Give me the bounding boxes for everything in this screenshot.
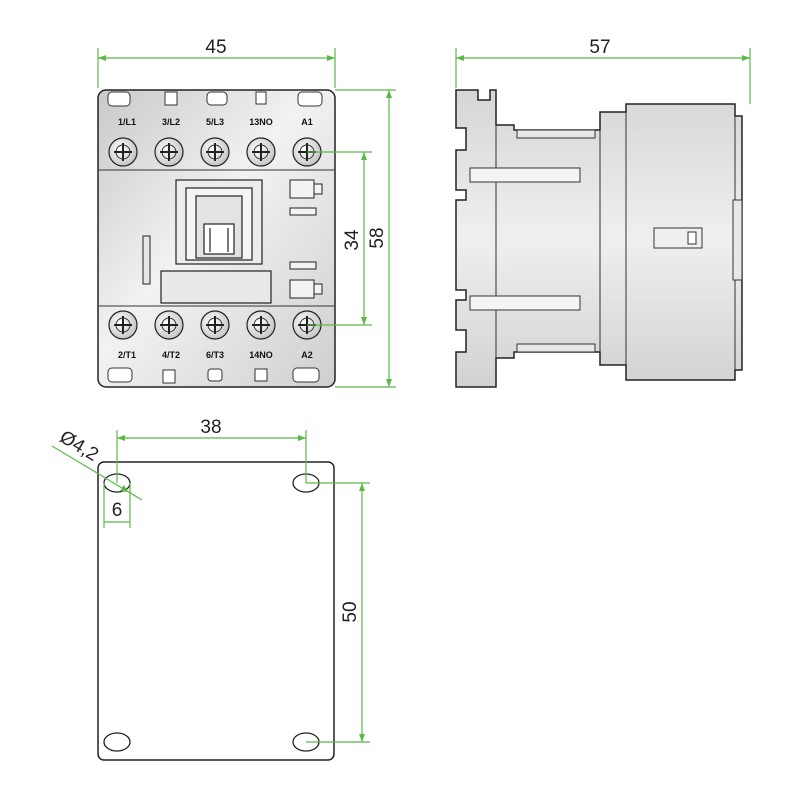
- dim-mount-spacing-y: 50: [340, 601, 361, 622]
- dim-mount-hole-diameter: Ø4,2: [56, 427, 102, 466]
- mount-hole-bottom-left: [103, 732, 131, 752]
- terminal-label-top-4: 13NO: [249, 117, 273, 127]
- dim-side-depth: 57: [589, 37, 610, 58]
- dim-front-width: 45: [205, 37, 226, 58]
- actuator-window: [175, 179, 263, 265]
- terminal-spacing-dimension: 34: [307, 151, 372, 326]
- mounting-view: [97, 461, 335, 761]
- terminal-label-top-2: 3/L2: [162, 117, 180, 127]
- front-bottom-notches: [107, 367, 320, 384]
- terminal-label-top-5: A1: [301, 117, 313, 127]
- screw-icon: [246, 310, 276, 340]
- terminal-label-bottom-4: 14NO: [249, 350, 273, 360]
- screw-icon: [108, 137, 138, 167]
- terminal-label-top-3: 5/L3: [206, 117, 224, 127]
- front-top-notches: [107, 91, 323, 107]
- left-slot: [142, 235, 151, 285]
- front-width-dimension: 45: [97, 37, 336, 88]
- mounting-plate: [97, 461, 335, 761]
- screw-icon: [200, 310, 230, 340]
- side-slot-top: [469, 167, 581, 183]
- mount-spacing-x-dimension: 38: [116, 417, 307, 483]
- screw-icon: [154, 310, 184, 340]
- terminal-label-bottom-1: 2/T1: [118, 350, 136, 360]
- side-terminal-bottom: [516, 343, 596, 353]
- dim-mount-spacing-x: 38: [200, 417, 221, 438]
- side-indicator-tab: [687, 231, 697, 245]
- dim-terminal-spacing: 34: [342, 229, 363, 251]
- side-terminal-top: [516, 129, 596, 139]
- screw-icon: [108, 310, 138, 340]
- side-view: [455, 89, 743, 388]
- screw-icon: [246, 137, 276, 167]
- nameplate: [160, 270, 272, 304]
- terminal-label-bottom-5: A2: [301, 350, 313, 360]
- side-slot-bottom: [469, 295, 581, 311]
- top-terminal-screws: [108, 137, 322, 167]
- front-view: 1/L1 3/L2 5/L3 13NO A1: [97, 89, 336, 388]
- terminal-label-bottom-2: 4/T2: [162, 350, 180, 360]
- dim-mount-offset: 6: [112, 500, 123, 521]
- mount-spacing-y-dimension: 50: [306, 482, 370, 743]
- terminal-label-top-1: 1/L1: [118, 117, 136, 127]
- side-depth-dimension: 57: [455, 37, 751, 104]
- screw-icon: [154, 137, 184, 167]
- terminal-label-bottom-3: 6/T3: [206, 350, 224, 360]
- front-right-marks: [289, 179, 323, 299]
- side-front-tab: [732, 199, 743, 281]
- front-height-dimension: 58: [335, 89, 396, 388]
- screw-icon: [200, 137, 230, 167]
- mount-offset-dimension: 6: [103, 483, 131, 528]
- dim-front-height: 58: [367, 227, 388, 248]
